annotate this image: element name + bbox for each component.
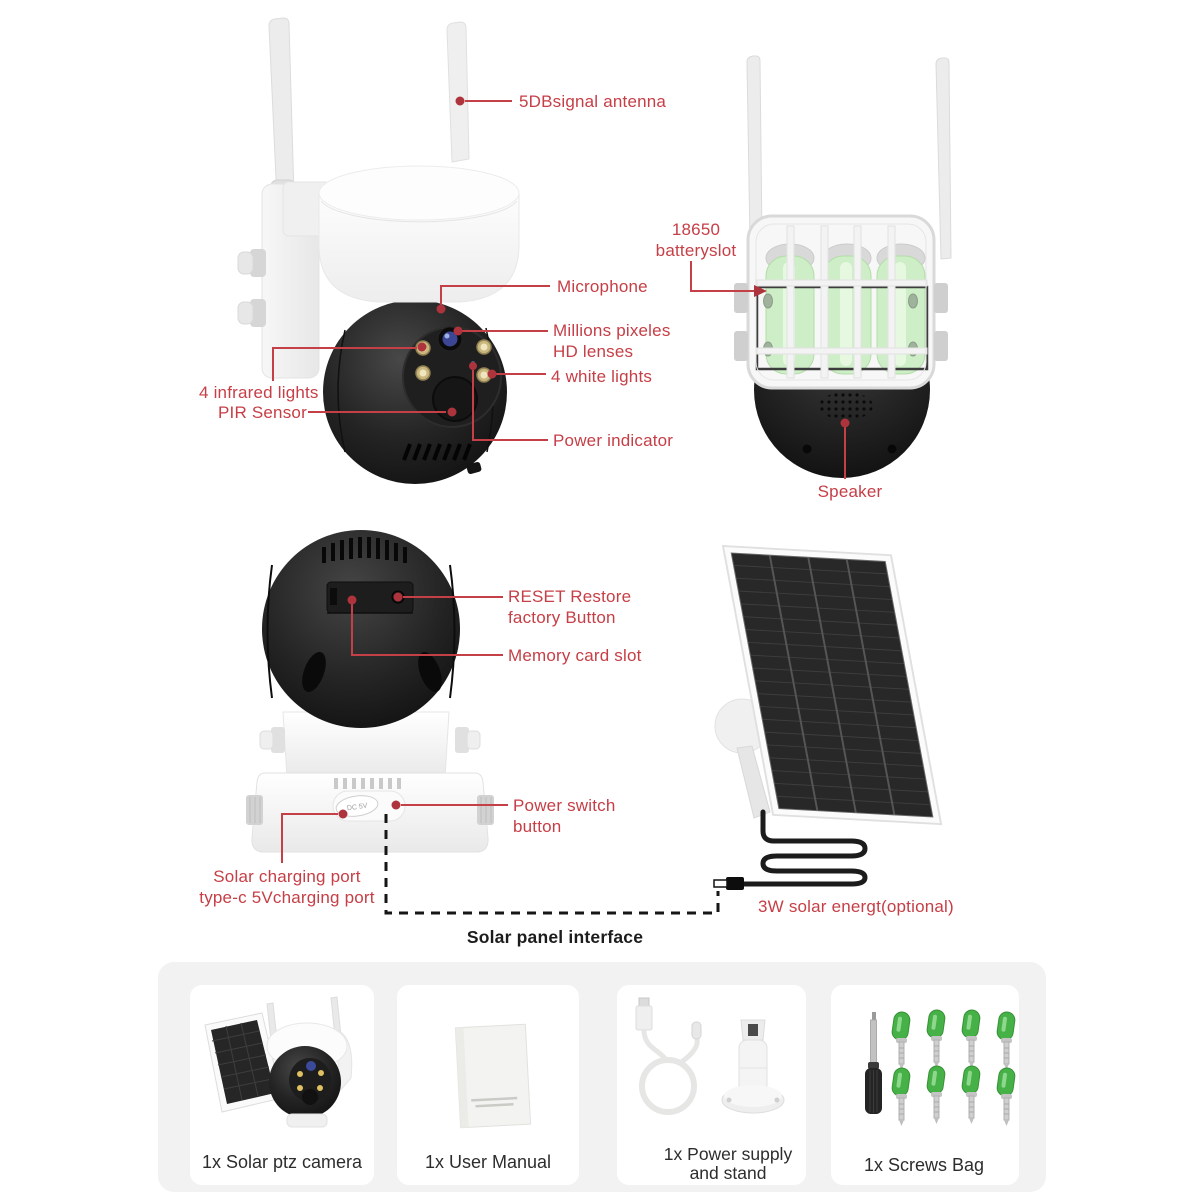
label-hd-lens: Millions pixeles HD lenses: [553, 321, 671, 361]
hinge-pins: [259, 727, 481, 753]
label-power-switch: Power switch button: [513, 796, 616, 836]
speaker-grille-icon: [819, 392, 873, 420]
label-microphone: Microphone: [557, 277, 648, 296]
front-vent-grille: [402, 443, 472, 461]
dc5v-port-label: DC 5V: [347, 803, 369, 813]
package-item-screws-icon: [865, 1009, 1016, 1126]
solar-cable: [741, 809, 868, 887]
package-label-camera: 1x Solar ptz camera: [201, 1152, 363, 1172]
solar-panel-illustration: [713, 544, 943, 890]
package-card-screws: [831, 985, 1019, 1185]
label-white-lights: 4 white lights: [551, 367, 653, 386]
package-label-screws: 1x Screws Bag: [863, 1155, 985, 1175]
battery-compartment: [755, 285, 929, 371]
pir-sensor-icon: [432, 376, 478, 422]
skirt-side-tabs: [246, 795, 494, 825]
anchor-screws: [891, 1009, 1016, 1126]
antenna-right: [446, 21, 470, 163]
skirt-vents: [334, 778, 401, 789]
package-item-manual-icon: [454, 1023, 532, 1129]
label-reset-button: RESET Restore factory Button: [508, 587, 632, 627]
front-camera-illustration: [237, 17, 520, 484]
annotation-leaders: [272, 96, 850, 863]
solar-panel-interface-dashed-line: [384, 814, 720, 915]
label-charging-port: Solar charging port type-c 5Vcharging po…: [199, 867, 375, 907]
usb-connector-icon: [726, 877, 744, 890]
cage-ribs: [756, 225, 928, 379]
label-solar-interface: Solar panel interface: [466, 927, 644, 947]
label-solar-energy: 3W solar energt(optional): [758, 897, 954, 916]
bottom-view-illustration: DC 5V: [246, 530, 494, 853]
package-label-power: 1x Power supply and stand: [663, 1144, 793, 1183]
label-infrared-lights: 4 infrared lights: [199, 383, 319, 402]
antenna-right: [935, 57, 952, 260]
label-battery-slot: 18650 batteryslot: [655, 220, 737, 260]
side-tabs: [734, 283, 948, 361]
antenna-left: [268, 17, 295, 201]
battery-unit-illustration: [734, 55, 952, 478]
label-speaker: Speaker: [817, 482, 883, 501]
label-pir-sensor: PIR Sensor: [218, 403, 307, 422]
label-power-indicator: Power indicator: [553, 431, 674, 450]
antenna-left: [746, 55, 763, 242]
package-item-power-icon: [635, 997, 785, 1115]
dc5v-port-icon: [335, 795, 379, 817]
label-memory-card: Memory card slot: [508, 646, 642, 665]
package-item-camera-icon: [204, 996, 353, 1128]
label-antenna: 5DBsignal antenna: [519, 92, 667, 111]
mount-knobs: [237, 249, 266, 327]
ball-vent-grille: [322, 537, 407, 563]
camera-ball: [262, 530, 460, 728]
memory-card-slot-icon: [330, 588, 337, 605]
package-label-manual: 1x User Manual: [424, 1152, 552, 1172]
